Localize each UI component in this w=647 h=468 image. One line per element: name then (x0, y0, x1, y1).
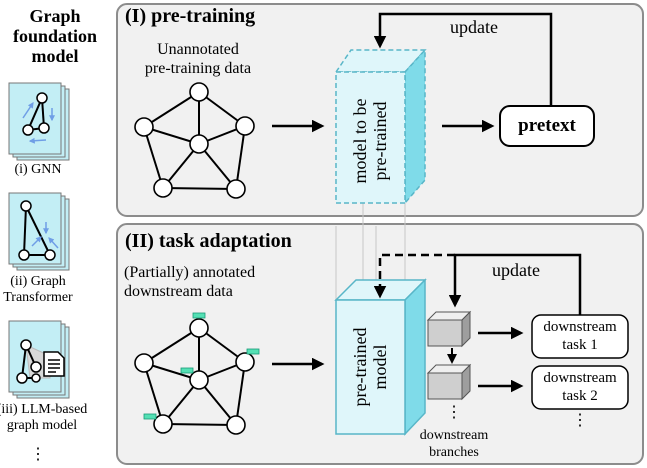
tasks-more: ⋮ (572, 412, 588, 429)
branches-more: ⋮ (446, 404, 462, 421)
graph-transformer-label: (ii) Graph Transformer (3, 274, 73, 305)
pretraining-graph (134, 82, 255, 199)
pretrained-model (334, 278, 427, 436)
sidebar-title: Graph foundation model (12, 6, 98, 66)
pretext-label: pretext (518, 115, 576, 136)
llm-label: (iii) LLM-based graph model (0, 402, 88, 433)
downstream-branch-2 (426, 363, 472, 401)
adaptation-title: (II) task adaptation (125, 230, 292, 252)
pretext-box (499, 105, 595, 147)
adaptation-update-label: update (492, 260, 540, 280)
update-loop-pretraining (373, 12, 553, 106)
document-icon (43, 351, 65, 377)
pretraining-title: (I) pre-training (125, 5, 256, 27)
branches-label: downstream branches (419, 428, 489, 460)
task2-box (531, 365, 629, 410)
downstream-branch-1 (426, 310, 472, 348)
update-loop-adaptation (448, 253, 582, 315)
pretrained-model-label: pre-trained model (350, 327, 390, 407)
sidebar-more: ⋮ (30, 446, 46, 463)
gnn-card (8, 82, 70, 161)
model-to-be-pretrained-label: model to be pre-trained (350, 98, 390, 184)
task1-label: downstream task 1 (543, 319, 617, 353)
llm-card (8, 320, 70, 399)
adaptation-data-caption: (Partially) annotated downstream data (124, 264, 256, 300)
gnn-label: (i) GNN (14, 162, 62, 177)
pretraining-update-label: update (450, 17, 498, 37)
graph-transformer-card (8, 192, 70, 271)
task2-label: downstream task 2 (543, 370, 617, 404)
adaptation-graph (134, 312, 260, 435)
model-to-be-pretrained (334, 48, 427, 206)
node-annotation-labels (143, 312, 260, 420)
pretraining-data-caption: Unannotated pre-training data (144, 41, 252, 77)
